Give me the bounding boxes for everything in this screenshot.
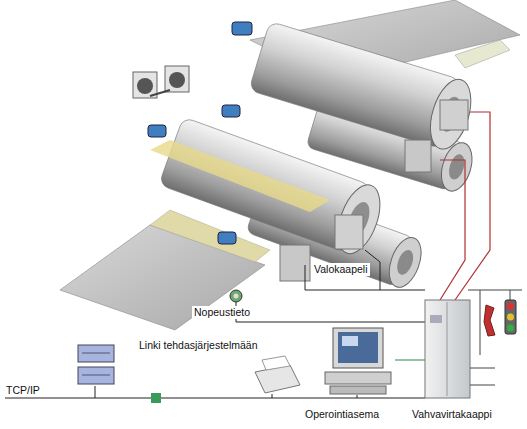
server-icons-part xyxy=(82,353,110,354)
computer-icon-part xyxy=(330,386,386,394)
label-anchor: Valokaapeli xyxy=(312,263,370,276)
cable-label: Valokaapeli xyxy=(312,263,370,276)
power-cabinet xyxy=(425,300,470,398)
signal-stand-part xyxy=(480,290,481,355)
link-node xyxy=(151,393,161,403)
wiring-part xyxy=(236,302,425,322)
signal-stand xyxy=(468,290,522,385)
lower-roll-unit-part xyxy=(335,215,363,249)
signal-stand-part xyxy=(468,290,522,291)
wiring-part xyxy=(455,112,490,300)
label-anchor: Operointiasema xyxy=(303,408,381,421)
signal-stand-part xyxy=(507,325,514,332)
wiring xyxy=(5,112,490,398)
power-cabinet-part xyxy=(425,300,470,398)
upper-roll-unit-part-part xyxy=(249,21,461,148)
upper-roll-unit-part xyxy=(222,105,240,117)
measurement-heads-part xyxy=(165,66,189,92)
signal-stand-part xyxy=(507,303,514,310)
speed-sensor-part xyxy=(230,290,242,302)
signal-stand-part xyxy=(470,368,495,369)
power-cabinet-part xyxy=(447,302,448,396)
lower-roll-unit-part xyxy=(60,225,265,330)
label-anchor: Vahvavirtakaappi xyxy=(410,408,494,421)
measurement-heads-part xyxy=(137,78,153,94)
lower-roll-unit-part-part xyxy=(383,233,427,291)
printer-icon-part xyxy=(262,356,290,370)
measurement-heads xyxy=(133,66,189,98)
label-anchor: Linki tehdasjärjestelmään xyxy=(137,339,259,352)
speed-sensor-part xyxy=(234,294,239,299)
wiring-part xyxy=(395,360,425,361)
upper-roll-unit-part-part xyxy=(446,152,467,181)
wiring-part xyxy=(95,386,96,398)
lower-roll-unit-part-part xyxy=(394,248,416,277)
computer-icon-part xyxy=(342,336,358,346)
computer-icon-part xyxy=(338,332,378,363)
lower-roll-unit-part xyxy=(150,140,330,212)
signal-stand-part xyxy=(510,290,511,300)
upper-roll-unit-part xyxy=(232,22,252,35)
signal-stand-part xyxy=(484,305,495,336)
power-cabinet-part xyxy=(430,315,442,323)
station-label: Operointiasema xyxy=(303,408,381,421)
signal-stand-part xyxy=(507,314,514,321)
computer-icon xyxy=(325,328,391,394)
upper-roll-unit-part xyxy=(405,140,431,172)
network-label: TCP/IP xyxy=(4,384,42,397)
server-icons xyxy=(78,345,114,384)
wiring-part xyxy=(272,394,273,398)
measurement-heads-part xyxy=(150,90,170,96)
printer-icon xyxy=(255,356,300,393)
speed-sensor xyxy=(230,290,242,302)
server-icons-part xyxy=(82,375,110,376)
wiring-part xyxy=(357,395,358,398)
link-label: Linki tehdasjärjestelmään xyxy=(137,339,259,352)
upper-roll-unit-part xyxy=(455,40,510,68)
cabinet-label: Vahvavirtakaappi xyxy=(410,408,494,421)
lower-roll-unit-part xyxy=(148,125,166,137)
server-icons-part xyxy=(78,367,114,384)
label-anchor: Nopeustieto xyxy=(192,306,252,319)
upper-roll-unit-part xyxy=(249,21,479,154)
computer-icon-part xyxy=(333,328,383,368)
wiring-part xyxy=(5,398,425,399)
wiring-part xyxy=(440,160,465,300)
upper-roll-unit-part xyxy=(440,100,468,130)
printer-icon-part xyxy=(255,365,300,393)
computer-icon-part xyxy=(325,372,391,384)
signal-label: Nopeustieto xyxy=(192,306,252,319)
server-icons-part xyxy=(78,345,114,362)
lower-roll-unit-part xyxy=(218,232,236,244)
lower-roll-unit xyxy=(60,117,427,330)
signal-stand-part xyxy=(470,385,495,386)
label-anchor: TCP/IP xyxy=(4,384,42,397)
lower-roll-unit-part-part xyxy=(330,179,388,259)
measurement-heads-part xyxy=(169,72,185,88)
signal-stand-part xyxy=(505,300,516,334)
